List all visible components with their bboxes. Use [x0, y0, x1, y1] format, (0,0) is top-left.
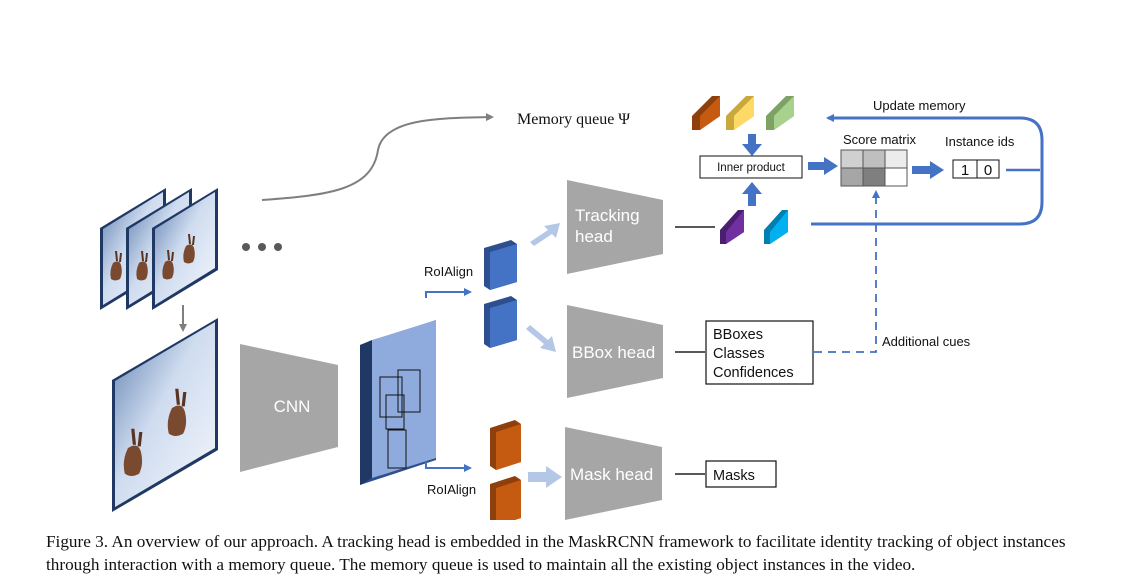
instance-ids-label: Instance ids: [945, 134, 1015, 149]
video-frames: [100, 188, 218, 310]
query-cube-cyan: [764, 210, 788, 244]
instance-ids-box: 1 0: [952, 159, 1000, 179]
output-masks: Masks: [713, 468, 755, 484]
inner-product-box: Inner product: [699, 155, 803, 179]
roi-feature-blue-2: [484, 296, 517, 348]
additional-cues-line: [814, 190, 880, 353]
memory-queue-label: Memory queue Ψ: [517, 111, 630, 128]
roi-feature-blue-1: [484, 240, 517, 290]
inner-product-label: Inner product: [717, 162, 786, 174]
mask-head-label: Mask head: [570, 465, 653, 484]
tracking-head-label-1: Tracking: [575, 206, 640, 225]
tracking-head: Tracking head: [567, 180, 663, 274]
roi-feature-orange-2: [490, 476, 521, 520]
score-to-instance-arrow: [912, 161, 944, 179]
update-memory-loop: [811, 114, 1044, 226]
roialign-arrow-bottom: [425, 462, 472, 472]
inner-product-to-score-arrow: [808, 157, 838, 175]
cnn-label: CNN: [274, 397, 311, 416]
more-frames-ellipsis: [242, 243, 282, 251]
roialign-label-bottom: RoIAlign: [427, 482, 476, 497]
memory-cube-yellow: [726, 96, 754, 130]
output-classes: Classes: [713, 346, 765, 362]
score-matrix-label: Score matrix: [843, 132, 916, 147]
roi-feature-orange-1: [490, 420, 521, 470]
bbox-head: BBox head: [567, 305, 663, 398]
cnn-backbone: CNN: [240, 344, 338, 472]
output-bboxes: BBoxes: [713, 327, 763, 343]
output-confidences: Confidences: [713, 365, 794, 381]
roi-to-mask-arrow: [528, 466, 562, 488]
update-memory-label: Update memory: [873, 98, 966, 113]
bbox-head-label: BBox head: [572, 343, 655, 362]
roialign-label-top: RoIAlign: [424, 264, 473, 279]
memory-queue-curve: [261, 113, 494, 201]
figure-caption: Figure 3. An overview of our approach. A…: [46, 532, 1066, 574]
video-frame-3: [152, 188, 218, 310]
roi-to-bbox-arrow: [526, 325, 556, 352]
mask-output-box: Masks: [705, 460, 777, 488]
tracking-head-label-2: head: [575, 227, 613, 246]
roi-to-tracking-arrow: [530, 223, 560, 246]
memory-to-inner-product-arrow: [742, 134, 762, 156]
memory-cube-orange: [692, 96, 720, 130]
additional-cues-label: Additional cues: [882, 334, 971, 349]
bbox-outputs-box: BBoxes Classes Confidences: [705, 320, 814, 385]
input-image: [112, 318, 218, 512]
feature-map: [360, 320, 436, 485]
roialign-arrow-top: [425, 288, 472, 298]
instance-id-1: 1: [961, 162, 969, 179]
score-matrix: [840, 149, 908, 187]
query-to-inner-product-arrow: [742, 182, 762, 206]
query-cube-purple: [720, 210, 744, 244]
approach-diagram: CNN Memory queue Ψ RoIAlign RoIAlign: [100, 96, 1044, 520]
instance-id-0: 0: [984, 162, 992, 179]
mask-head: Mask head: [565, 427, 662, 520]
memory-cube-green: [766, 96, 794, 130]
